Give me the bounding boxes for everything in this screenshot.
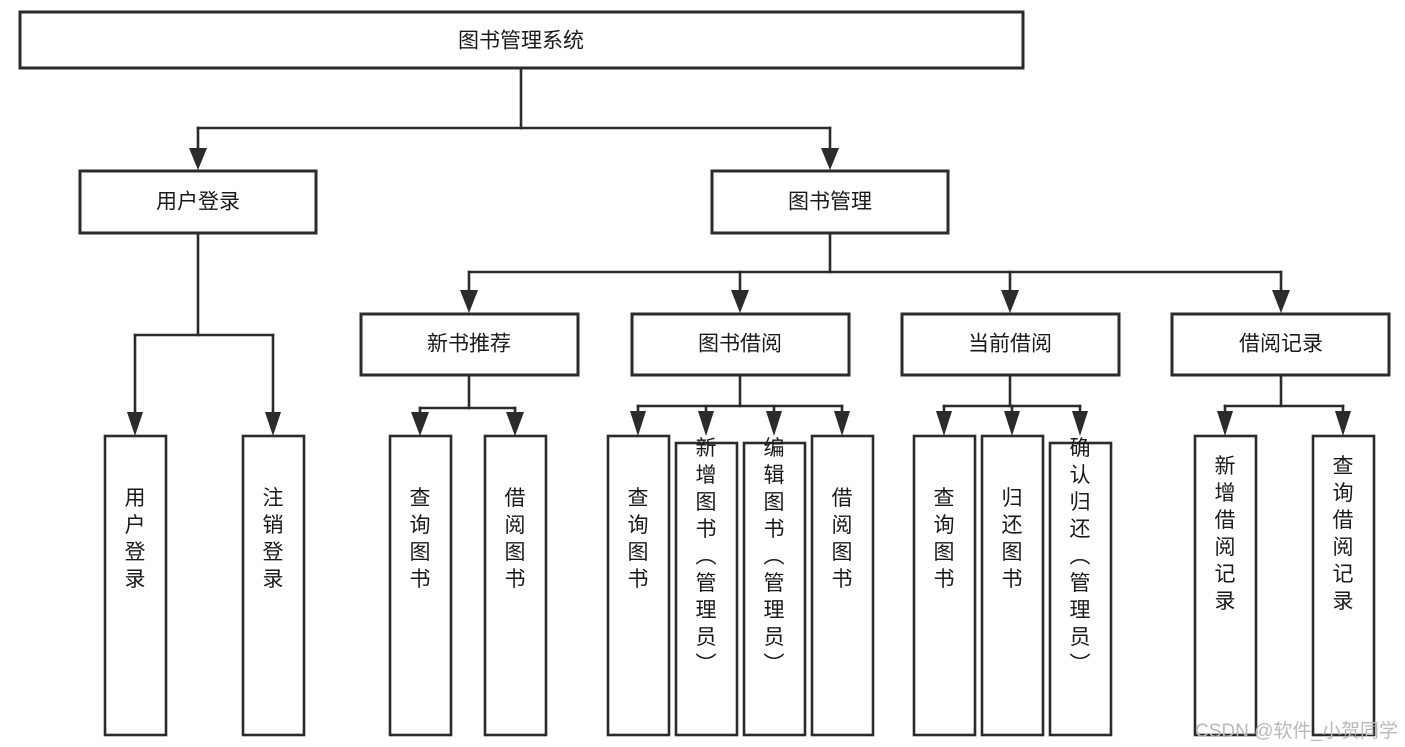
node-root-system-label: 图书管理系统: [458, 30, 584, 53]
leaf-borrow-record-1[interactable]: 新增借阅记录: [1193, 434, 1258, 737]
csdn-watermark: CSDN @软件_小贺同学: [1195, 720, 1398, 742]
node-borrow-record-label: 借阅记录: [1239, 333, 1323, 356]
node-current-borrow-label: 当前借阅: [968, 333, 1052, 356]
leaf-book-borrow-3-label: 编辑图书︵管理员︶: [764, 437, 785, 676]
leaf-book-borrow-4-label: 借阅图书: [832, 487, 853, 591]
leaf-current-borrow-1[interactable]: 查询图书: [912, 434, 977, 737]
leaf-book-borrow-3[interactable]: 编辑图书︵管理员︶: [742, 437, 807, 737]
arrow-book-borrow-leaf-3: [766, 411, 782, 436]
leaf-borrow-record-2-label: 查询借阅记录: [1333, 455, 1354, 613]
arrow-book-borrow-leaf-4: [834, 411, 850, 436]
leaf-new-book-1[interactable]: 查询图书: [388, 434, 453, 737]
leaf-book-borrow-3-box: [742, 441, 807, 737]
leaf-book-borrow-1-label: 查询图书: [628, 487, 649, 591]
leaf-book-borrow-2-label: 新增图书︵管理员︶: [696, 437, 717, 676]
arrow-current-borrow-leaf-3: [1072, 411, 1088, 436]
arrow-to-user-login: [189, 148, 207, 170]
node-current-borrow[interactable]: 当前借阅: [900, 312, 1121, 377]
node-root-system-box: [18, 10, 1025, 70]
leaf-current-borrow-3-label: 确认归还︵管理员︶: [1070, 437, 1091, 676]
leaf-borrow-record-1-box: [1193, 434, 1258, 737]
leaf-book-borrow-4[interactable]: 借阅图书: [810, 434, 875, 737]
leaf-borrow-record-2[interactable]: 查询借阅记录: [1311, 434, 1376, 737]
leaf-new-book-1-box: [388, 434, 453, 737]
leaf-new-book-2-box: [483, 434, 548, 737]
arrow-current-borrow-leaf-2: [1004, 411, 1020, 436]
arrow-borrow-record-leaf-1: [1217, 411, 1233, 436]
leaf-book-borrow-1[interactable]: 查询图书: [606, 434, 671, 737]
node-new-book-recommend[interactable]: 新书推荐: [359, 312, 580, 377]
arrow-to-book-mgmt: [821, 148, 839, 170]
node-new-book-recommend-box: [359, 312, 580, 377]
leaf-new-book-2[interactable]: 借阅图书: [483, 434, 548, 737]
node-borrow-record[interactable]: 借阅记录: [1170, 312, 1391, 377]
leaf-current-borrow-3-box: [1048, 441, 1113, 737]
arrow-user-login-leaf-1: [127, 412, 143, 436]
leaf-current-borrow-1-label: 查询图书: [934, 487, 955, 591]
leaf-user-login-1-label: 用户登录: [125, 487, 146, 591]
node-user-login-box: [78, 169, 318, 235]
leaf-borrow-record-1-label: 新增借阅记录: [1215, 455, 1236, 613]
node-book-borrow-label: 图书借阅: [698, 333, 782, 356]
leaf-user-login-1[interactable]: 用户登录: [103, 434, 168, 737]
arrow-new-book-leaf-2: [506, 412, 524, 436]
arrow-book-borrow-leaf-1: [630, 411, 646, 436]
arrow-user-login-leaf-2: [265, 412, 281, 436]
node-book-borrow[interactable]: 图书借阅: [630, 312, 851, 377]
leaf-book-borrow-2[interactable]: 新增图书︵管理员︶: [674, 437, 739, 737]
leaf-current-borrow-1-box: [912, 434, 977, 737]
node-user-login[interactable]: 用户登录: [78, 169, 318, 235]
arrow-to-book-borrow: [731, 290, 749, 313]
leaf-user-login-2-box: [241, 434, 306, 737]
node-root-system[interactable]: 图书管理系统: [18, 10, 1025, 70]
node-borrow-record-box: [1170, 312, 1391, 377]
arrow-borrow-record-leaf-2: [1335, 411, 1351, 436]
leaf-book-borrow-4-box: [810, 434, 875, 737]
leaf-borrow-record-2-box: [1311, 434, 1376, 737]
arrow-new-book-leaf-1: [411, 412, 429, 436]
leaf-new-book-1-label: 查询图书: [410, 487, 431, 591]
arrow-to-new-book: [460, 290, 478, 313]
node-book-management-label: 图书管理: [788, 191, 872, 214]
leaf-current-borrow-2-label: 归还图书: [1002, 487, 1023, 591]
arrow-current-borrow-leaf-1: [936, 411, 952, 436]
leaf-user-login-1-box: [103, 434, 168, 737]
leaf-current-borrow-2-box: [980, 434, 1045, 737]
leaf-book-borrow-1-box: [606, 434, 671, 737]
leaf-current-borrow-2[interactable]: 归还图书: [980, 434, 1045, 737]
leaf-user-login-2-label: 注销登录: [263, 487, 284, 591]
leaf-new-book-2-label: 借阅图书: [505, 487, 526, 591]
node-user-login-label: 用户登录: [156, 191, 240, 214]
node-current-borrow-box: [900, 312, 1121, 377]
node-book-borrow-box: [630, 312, 851, 377]
node-book-management[interactable]: 图书管理: [710, 169, 950, 235]
arrow-book-borrow-leaf-2: [698, 411, 714, 436]
leaf-current-borrow-3[interactable]: 确认归还︵管理员︶: [1048, 437, 1113, 737]
connector-layer: [127, 66, 1351, 436]
node-new-book-recommend-label: 新书推荐: [427, 333, 511, 356]
arrow-to-borrow-record: [1272, 290, 1290, 313]
node-book-management-box: [710, 169, 950, 235]
leaf-book-borrow-2-box: [674, 441, 739, 737]
leaf-user-login-2[interactable]: 注销登录: [241, 434, 306, 737]
arrow-to-current-borrow: [1001, 290, 1019, 313]
